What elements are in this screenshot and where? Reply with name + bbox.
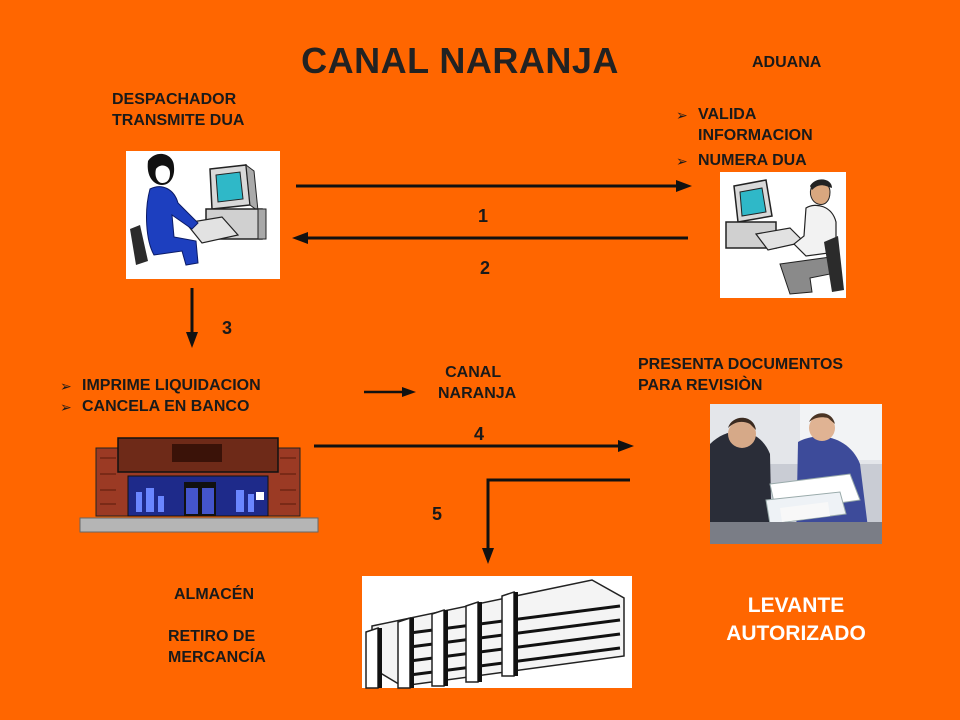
despachador-label: DESPACHADOR TRANSMITE DUA	[112, 91, 245, 129]
aduana-bullets: ➢VALIDA INFORMACION ➢NUMERA DUA	[672, 104, 872, 171]
almacen-heading: ALMACÉN	[174, 586, 254, 603]
step-1-label: 1	[478, 206, 489, 226]
aduana-heading: ADUANA	[752, 54, 822, 71]
arrow-4	[314, 440, 634, 452]
bullet-arrow-icon: ➢	[676, 107, 688, 123]
step-3-label: 3	[222, 318, 233, 338]
step-4-label: 4	[474, 424, 485, 444]
arrow-to-canal	[364, 387, 416, 397]
warehouse-building-icon	[362, 576, 632, 689]
page-title: CANAL NARANJA	[301, 40, 619, 81]
bullet-arrow-icon: ➢	[60, 378, 72, 394]
bank-bullets: ➢IMPRIME LIQUIDACION ➢CANCELA EN BANCO	[56, 375, 356, 417]
woman-at-computer-icon	[126, 151, 280, 279]
people-reviewing-documents-icon	[710, 404, 882, 544]
presenta-documentos-label: PRESENTA DOCUMENTOS PARA REVISIÒN	[638, 356, 844, 394]
arrow-1	[296, 180, 692, 192]
man-at-computer-icon	[720, 172, 846, 298]
arrow-2	[292, 232, 688, 244]
bank-bullet-2: ➢CANCELA EN BANCO	[56, 396, 356, 417]
bullet-arrow-icon: ➢	[676, 153, 688, 169]
aduana-bullet-1: ➢VALIDA INFORMACION	[676, 106, 813, 144]
arrow-3	[186, 288, 198, 348]
arrow-5	[482, 478, 630, 564]
step-5-label: 5	[432, 504, 443, 524]
bank-bullet-1: ➢IMPRIME LIQUIDACION	[56, 375, 356, 396]
bullet-arrow-icon: ➢	[60, 399, 72, 415]
retiro-mercancia-label: RETIRO DE MERCANCÍA	[168, 628, 266, 666]
bank-building-icon	[79, 437, 319, 533]
aduana-bullet-2: ➢NUMERA DUA	[672, 150, 872, 171]
step-2-label: 2	[480, 258, 491, 278]
canal-naranja-label: CANAL NARANJA	[438, 364, 517, 402]
levante-autorizado-label: LEVANTE AUTORIZADO	[726, 594, 866, 645]
